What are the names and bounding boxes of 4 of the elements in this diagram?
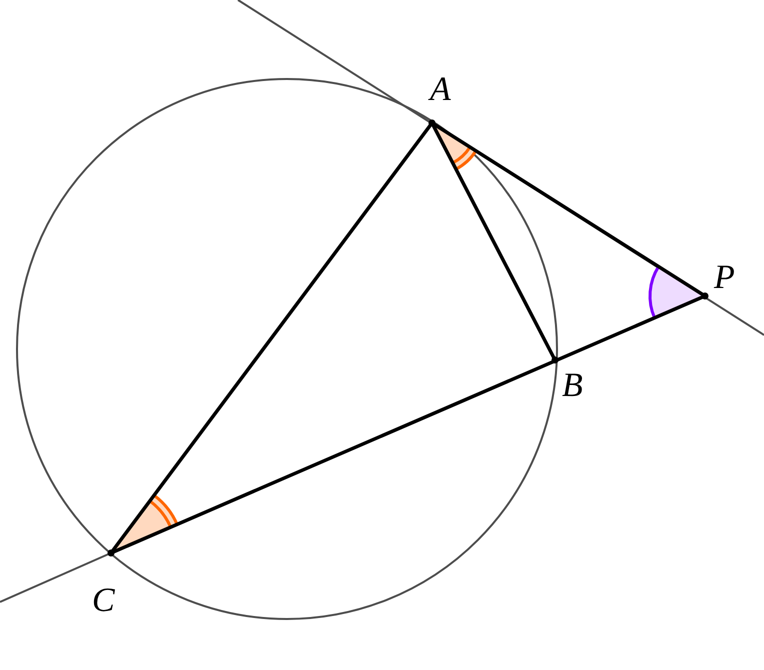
point-label: B xyxy=(562,367,583,404)
point-label: A xyxy=(430,71,451,108)
point-label: P xyxy=(714,259,735,296)
point-label: C xyxy=(92,582,115,619)
